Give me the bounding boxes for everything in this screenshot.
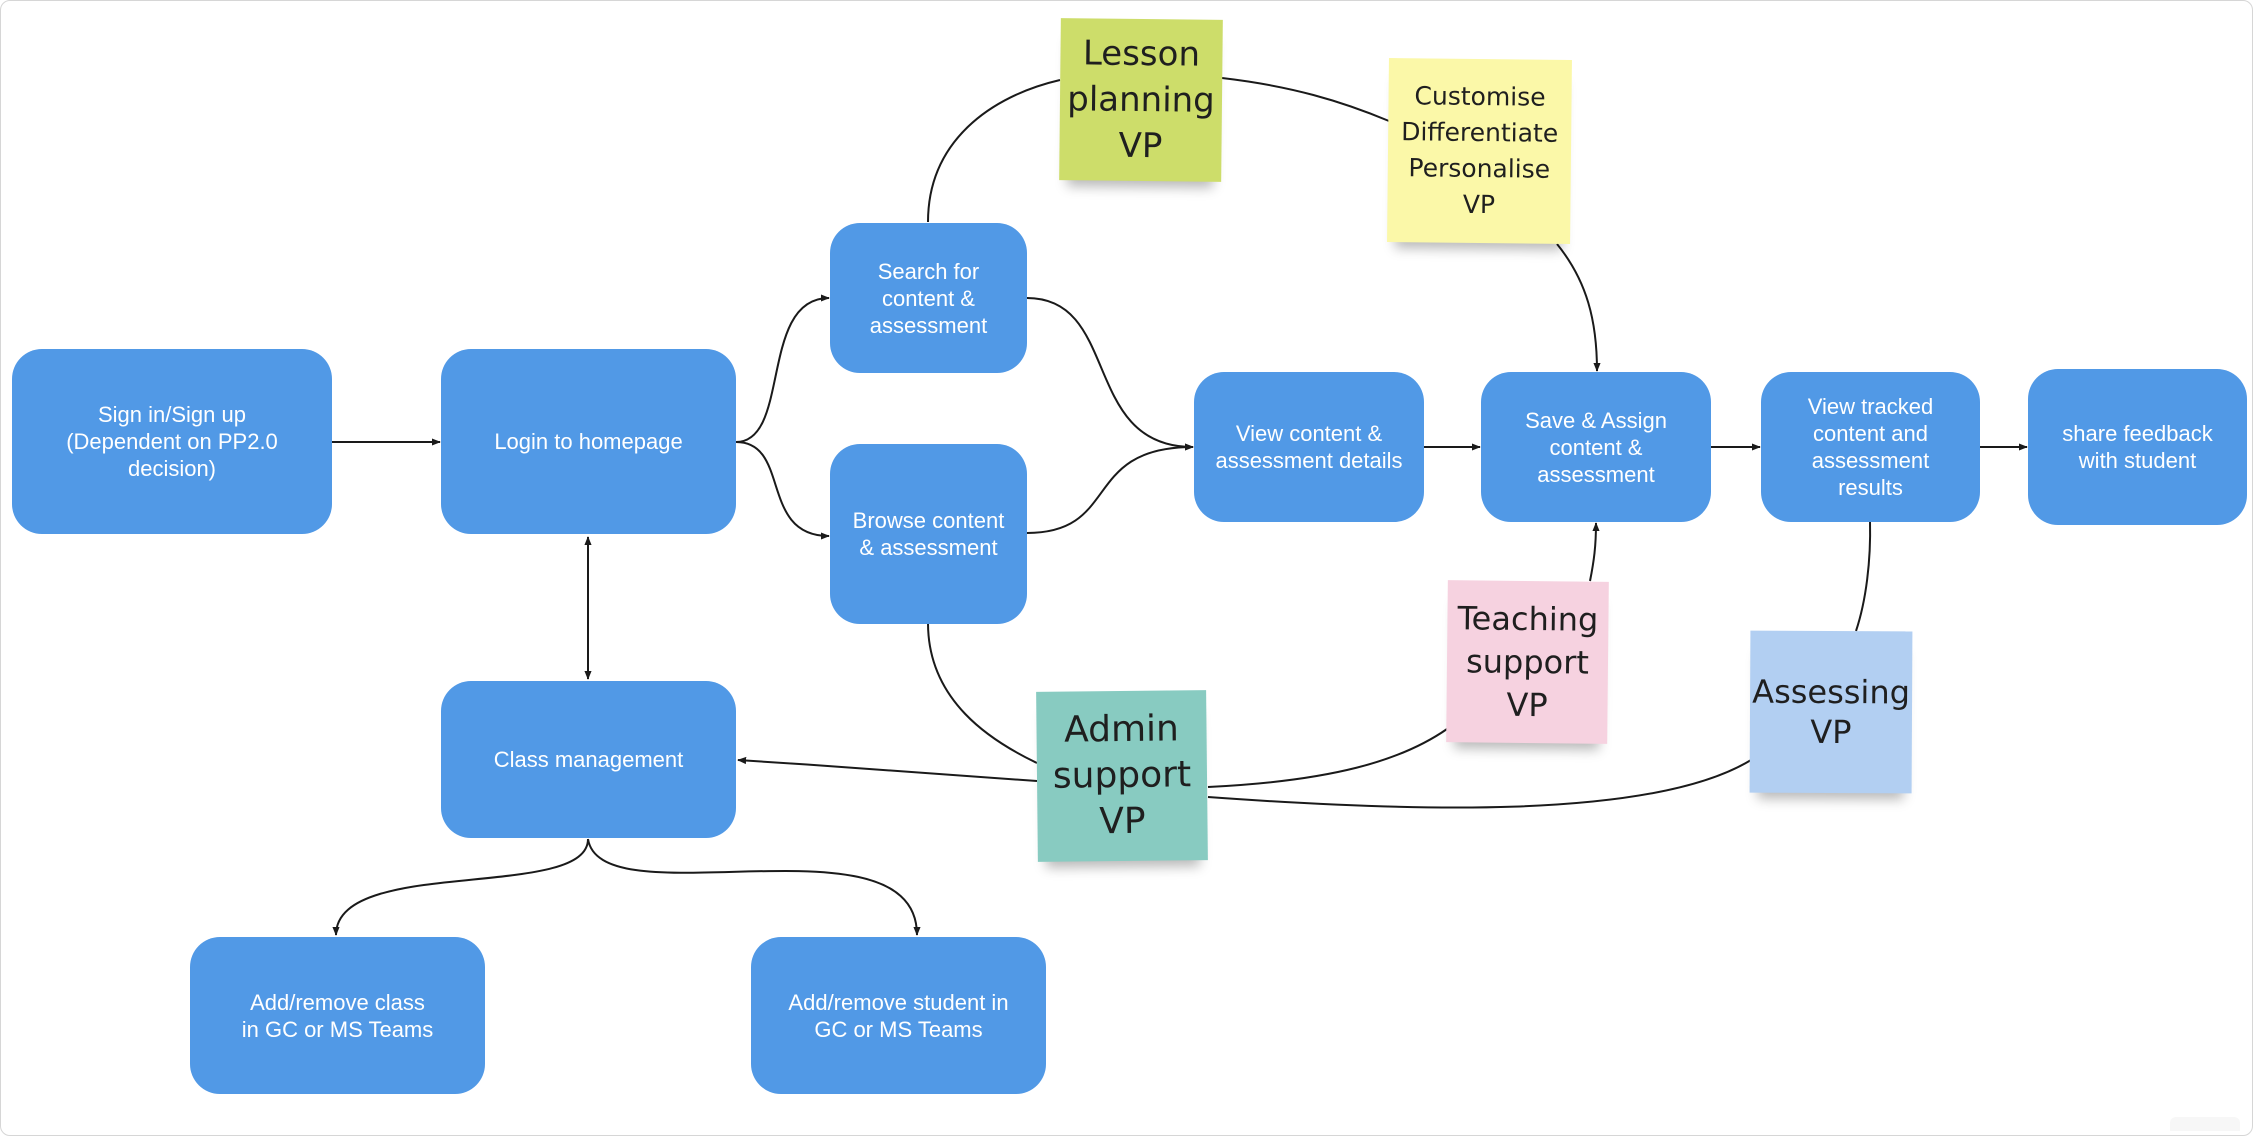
node-browse-content-label: Browse content & assessment [852,508,1005,560]
sticky-lesson-planning[interactable]: Lesson planning VP [1059,18,1223,182]
node-sign-in-label: Sign in/Sign up (Dependent on PP2.0 deci… [66,402,278,481]
connector-browse-admin [927,622,1038,764]
node-search-content-label: Search for content & assessment [869,258,988,338]
sticky-teaching-support[interactable]: Teaching support VP [1446,580,1609,744]
node-browse-content[interactable]: Browse content & assessment [830,444,1027,624]
sticky-teaching-support-label: Teaching support VP [1457,598,1599,724]
connector-class-addclass [332,838,589,936]
connector-admin-teaching [1207,728,1448,788]
connector-admin-assessing [1207,759,1752,809]
connector-browse-view [1026,443,1194,534]
node-add-class-label: Add/remove class in GC or MS Teams [241,989,434,1042]
node-save-assign[interactable]: Save & Assign content & assessment [1481,372,1711,522]
connector-class-addstudent [587,838,921,936]
connector-admin-class [737,756,1038,782]
sticky-customise[interactable]: Customise Differentiate Personalise VP [1387,58,1572,244]
node-login-homepage[interactable]: Login to homepage [441,349,736,534]
connector-search-view [1026,297,1194,451]
sticky-lesson-planning-label: Lesson planning VP [1067,33,1215,167]
node-share-feedback[interactable]: share feedback with student [2028,369,2247,525]
node-class-management[interactable]: Class management [441,681,736,838]
sticky-customise-label: Customise Differentiate Personalise VP [1401,81,1559,220]
node-login-homepage-label: Login to homepage [494,429,683,454]
node-add-student-label: Add/remove student in GC or MS Teams [788,989,1009,1042]
sticky-admin-support-label: Admin support VP [1052,708,1192,843]
connector-teaching-save [1589,522,1600,582]
node-sign-in[interactable]: Sign in/Sign up (Dependent on PP2.0 deci… [12,349,332,534]
connector-login-browse [735,441,830,540]
node-add-class[interactable]: Add/remove class in GC or MS Teams [190,937,485,1094]
sticky-assessing-label: Assessing VP [1752,672,1911,752]
node-add-student[interactable]: Add/remove student in GC or MS Teams [751,937,1046,1094]
node-search-content[interactable]: Search for content & assessment [830,223,1027,373]
canvas-corner-tab [2170,1117,2240,1131]
connector-search-lesson [927,79,1061,223]
connector-lesson-customise [1221,77,1390,122]
sticky-admin-support[interactable]: Admin support VP [1036,690,1208,862]
connector-customise-save [1556,243,1601,372]
node-save-assign-label: Save & Assign content & assessment [1525,407,1667,487]
sticky-assessing[interactable]: Assessing VP [1749,630,1913,794]
node-view-details[interactable]: View content & assessment details [1194,372,1424,522]
node-class-management-label: Class management [493,747,684,772]
node-view-tracked-label: View tracked content and assessment resu… [1807,394,1934,500]
connector-assessing-tracked [1855,520,1872,632]
node-share-feedback-label: share feedback with student [2062,421,2213,473]
node-view-tracked[interactable]: View tracked content and assessment resu… [1761,372,1980,522]
connector-login-search [735,294,830,443]
node-view-details-label: View content & assessment details [1215,421,1403,473]
